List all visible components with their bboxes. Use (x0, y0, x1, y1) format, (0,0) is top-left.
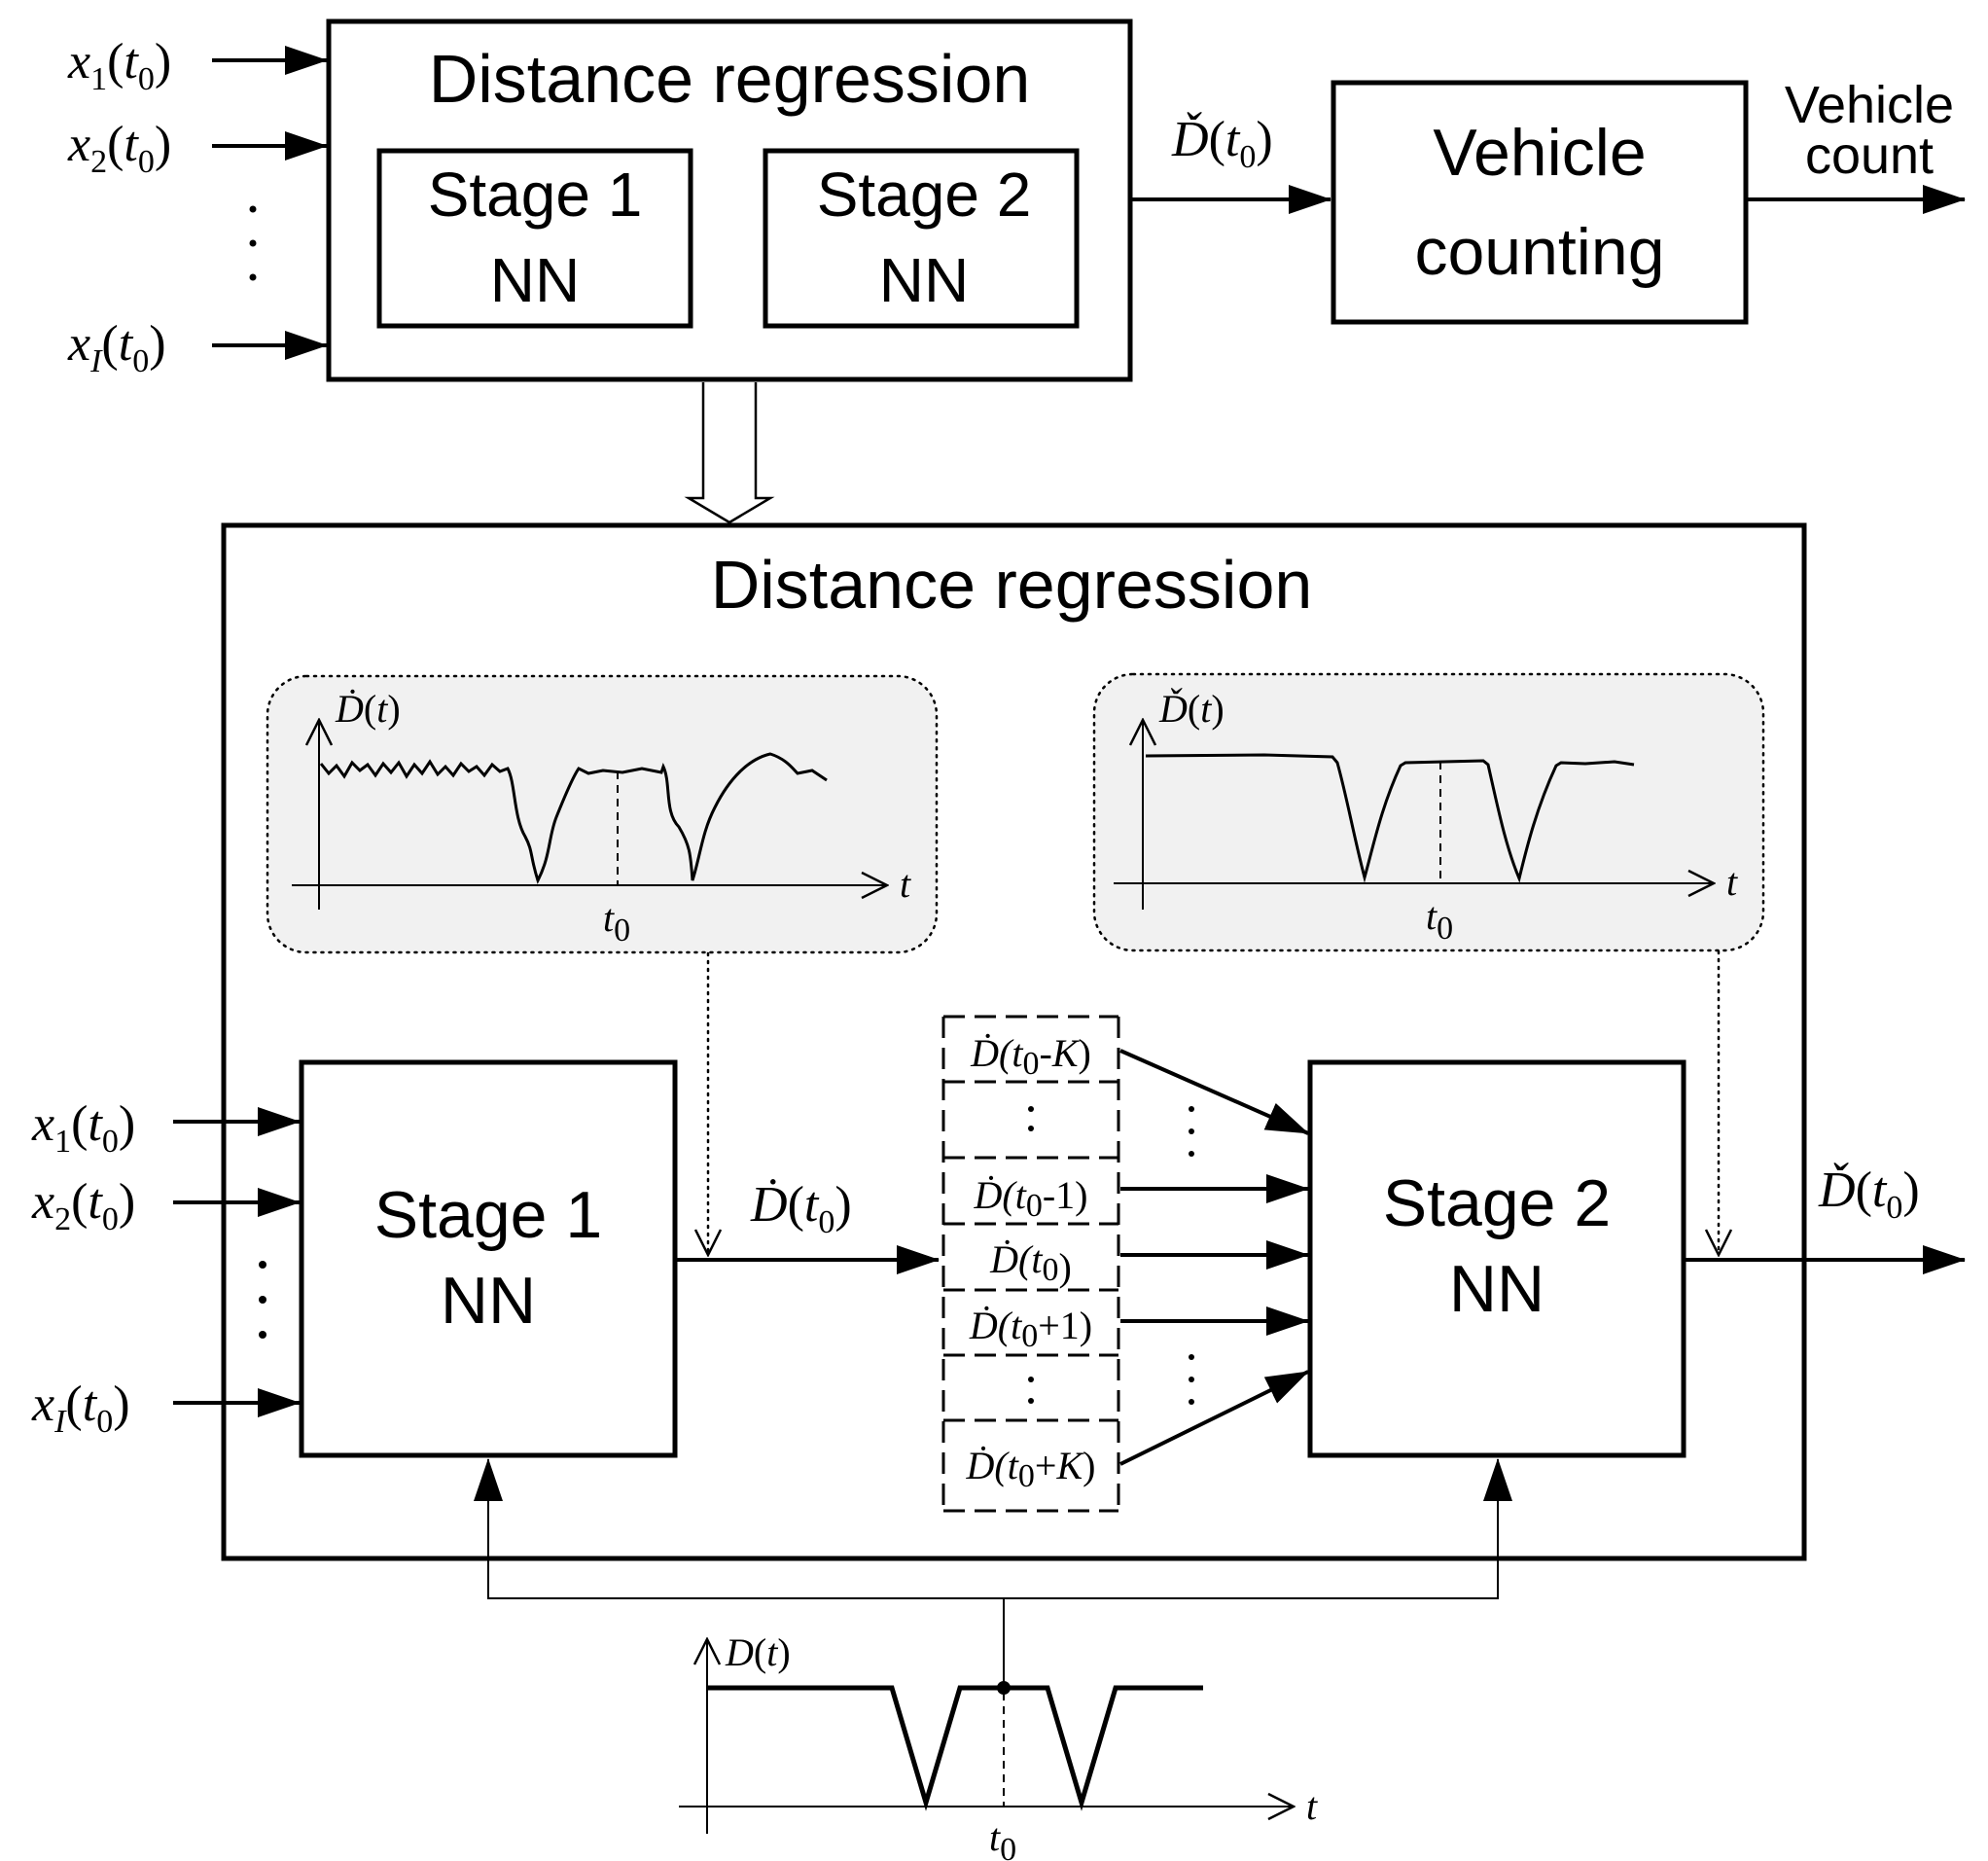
stage1-plot-curve (319, 752, 828, 884)
window-to-stage2-arrow-plus-K (1119, 1370, 1309, 1466)
window-cell-t0-plus-K: Ḋ(t0+K) (966, 1444, 1096, 1494)
window-cell-t0-minus-1: Ḋ(t0-1) (974, 1173, 1088, 1224)
sliding-window-buffer (941, 1015, 1120, 1513)
stage2-output-label: Ď(t0) (1818, 1162, 1920, 1226)
window-to-stage2-arrow-minus-K (1119, 1049, 1309, 1135)
vehicle-count-label-line1: Vehicle (1785, 76, 1954, 134)
bottom-input-x2-label: x2(t0) (31, 1174, 135, 1237)
stage2-plot-t0-label: t0 (1426, 894, 1453, 947)
top-stage2-label: Stage 2 (817, 160, 1032, 230)
stage2-output-plot: Ď(t) t t0 (1092, 672, 1765, 952)
vehicle-counting-label-line1: Vehicle (1433, 116, 1646, 190)
vehicle-counting-label-line2: counting (1414, 215, 1664, 289)
bottom-input-ellipsis (259, 1261, 266, 1339)
bottom-stage1-nn-label: NN (441, 1264, 536, 1338)
ground-truth-sample-point (997, 1681, 1011, 1695)
stage2-plot-xlabel: t (1726, 860, 1738, 904)
top-input-ellipsis (249, 205, 257, 281)
ground-truth-t0-label: t0 (989, 1815, 1016, 1861)
expand-detail-arrow (684, 382, 775, 524)
stage1-plot-panel (266, 674, 939, 954)
stage1-plot-ylabel: Ḋ(t) (335, 687, 401, 731)
ground-truth-curve (707, 1685, 1203, 1811)
top-output-label: Ď(t0) (1171, 111, 1273, 175)
stage2-plot-curve (1145, 753, 1635, 883)
top-stage1-nn-label: NN (490, 245, 580, 315)
ground-truth-feed-lines (487, 1464, 1499, 1599)
top-stage2-nn-label: NN (879, 245, 969, 315)
window-cell-t0-minus-K: Ḋ(t0-K) (970, 1031, 1091, 1082)
top-stage1-label: Stage 1 (428, 160, 643, 230)
top-distance-regression-title: Distance regression (429, 41, 1031, 117)
window-arrow-ellipsis (1189, 1106, 1194, 1405)
bottom-stage1-label: Stage 1 (374, 1178, 602, 1252)
sliding-window-gap-dots (1028, 1106, 1034, 1404)
bottom-distance-regression-title: Distance regression (711, 547, 1313, 623)
bottom-stage1-box (299, 1059, 678, 1458)
ground-truth-plot-xlabel: t (1306, 1784, 1318, 1828)
bottom-stage2-nn-label: NN (1449, 1252, 1544, 1326)
ground-truth-plot-ylabel: D(t) (725, 1630, 791, 1674)
bottom-stage2-label: Stage 2 (1383, 1166, 1611, 1240)
top-stage2-box (763, 148, 1080, 329)
stage1-output-label: Ḋ(t0) (750, 1177, 852, 1240)
ground-truth-section: D(t) t t0 (474, 1458, 1512, 1861)
bottom-section: Distance regression Ḋ(t) t t0 Ď(t) t t0 … (31, 522, 1966, 1561)
vehicle-counting-box (1331, 80, 1749, 325)
stage2-plot-ylabel: Ď(t) (1158, 687, 1225, 731)
stage1-plot-t0-label: t0 (603, 896, 630, 948)
stage1-plot-xlabel: t (900, 862, 911, 906)
top-section: Distance regression Stage 1 NN Stage 2 N… (67, 18, 1966, 382)
bottom-input-xI-label: xI(t0) (31, 1377, 130, 1440)
bottom-distance-regression-box (221, 522, 1807, 1561)
stage1-output-plot: Ḋ(t) t t0 (266, 674, 939, 954)
top-input-x1-label: x1(t0) (67, 34, 171, 97)
window-cell-t0-plus-1: Ḋ(t0+1) (969, 1304, 1092, 1354)
window-cell-t0: Ḋ(t0) (989, 1237, 1072, 1289)
top-input-xI-label: xI(t0) (67, 316, 166, 379)
bottom-input-x1-label: x1(t0) (31, 1096, 135, 1160)
stage2-plot-panel (1092, 672, 1765, 952)
vehicle-count-label-line2: count (1805, 126, 1934, 185)
top-stage1-box (376, 148, 693, 329)
top-input-x2-label: x2(t0) (67, 117, 171, 180)
